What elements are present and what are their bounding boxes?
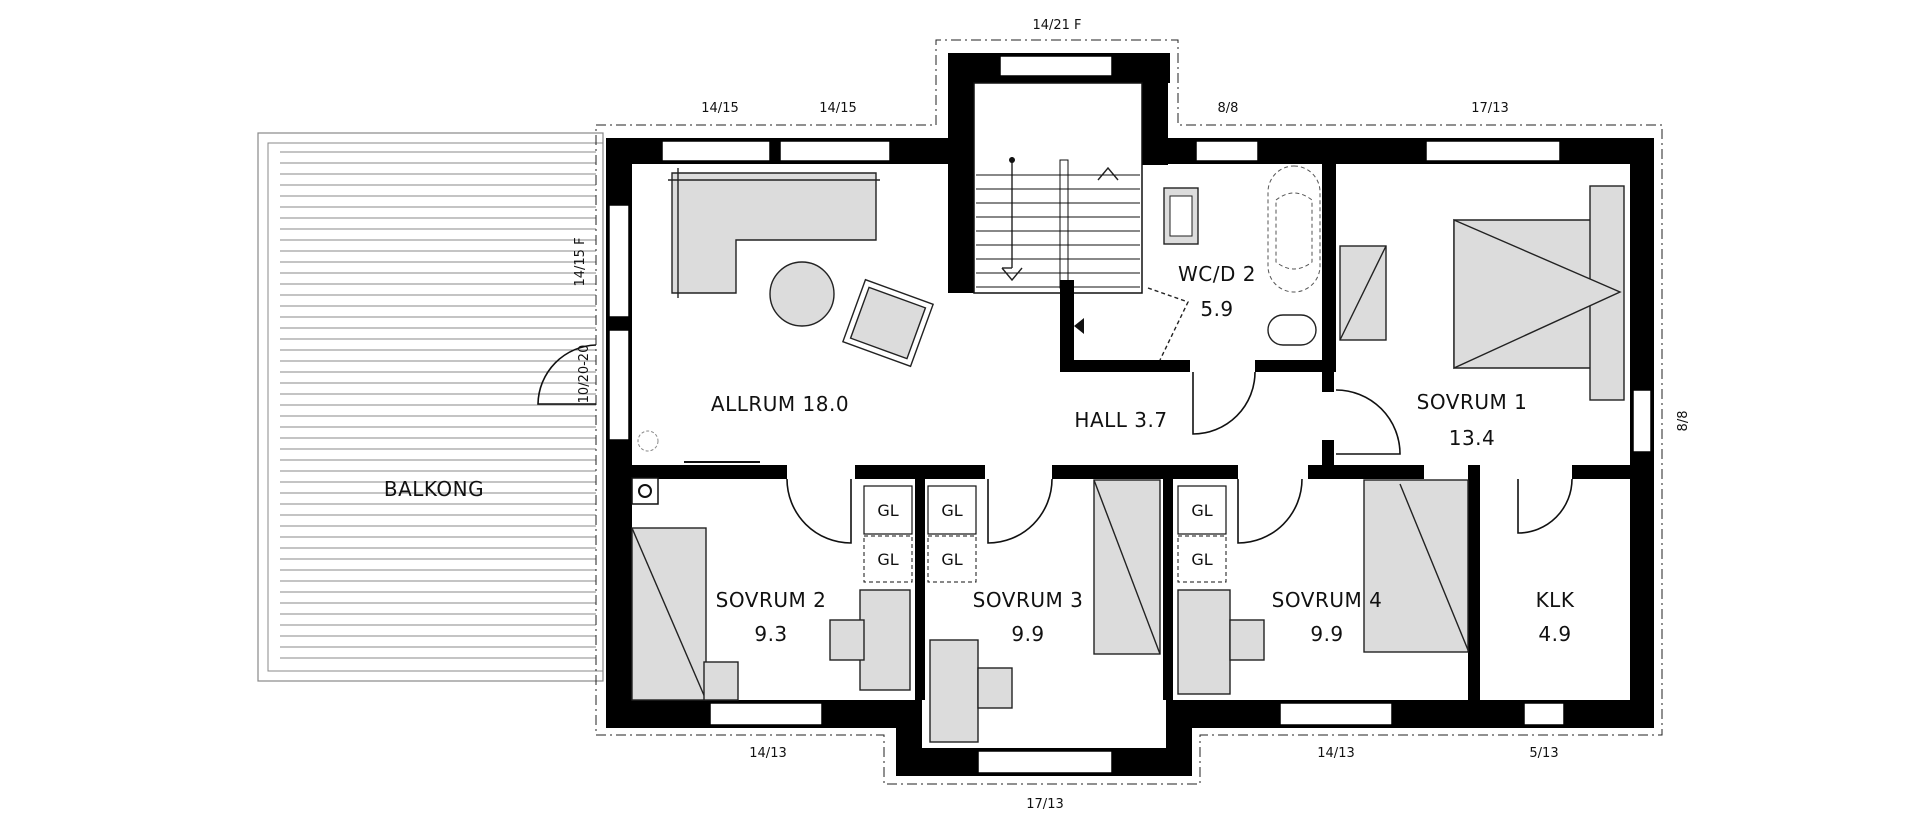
window-bottom-klk [1523, 702, 1565, 726]
closet-3 [863, 535, 913, 583]
closet-label: GL [877, 550, 898, 569]
toilet [1267, 314, 1317, 346]
round-table [769, 261, 835, 327]
desk-sovrum4 [1177, 589, 1231, 695]
label-sovrum2-area: 9.3 [754, 622, 787, 646]
armchair [849, 286, 927, 360]
label-sovrum3-area: 9.9 [1011, 622, 1044, 646]
label-wcd-area: 5.9 [1200, 297, 1233, 321]
door-sovrum3[interactable] [987, 478, 1053, 544]
room-labels: ALLRUM 18.0 HALL 3.7 WC/D 2 5.9 SOVRUM 1… [384, 262, 1575, 646]
door-klk[interactable] [1517, 478, 1573, 534]
dim-left-upper: 14/15 F [573, 237, 588, 286]
desk-sovrum3 [929, 639, 979, 743]
dim-bottom-sovrum3: 17/13 [1026, 797, 1063, 812]
dim-left-door: 10/20-20 [577, 345, 592, 404]
closet-labels: GL GL GL GL GL GL [877, 501, 1212, 569]
facade-outline [595, 39, 1663, 785]
door-balcony[interactable] [537, 344, 597, 405]
dim-top-stair: 14/21 F [1032, 18, 1081, 33]
label-sovrum3-name: SOVRUM 3 [973, 588, 1084, 612]
label-wcd-name: WC/D 2 [1178, 262, 1256, 286]
label-klk-area: 4.9 [1538, 622, 1571, 646]
window-right [1632, 389, 1652, 453]
closet-label: GL [1191, 501, 1212, 520]
window-labels: 14/21 F 14/15 14/15 8/8 17/13 14/15 F 10… [573, 18, 1691, 812]
dim-top-left-2: 14/15 [819, 101, 856, 116]
window-left-upper [608, 204, 630, 318]
dim-top-sovrum1: 17/13 [1471, 101, 1508, 116]
door-sovrum2[interactable] [786, 478, 852, 544]
window-wc [1195, 140, 1259, 162]
wardrobe-sovrum4 [1363, 479, 1469, 653]
label-sovrum2-name: SOVRUM 2 [716, 588, 827, 612]
label-allrum: ALLRUM 18.0 [711, 392, 849, 416]
stair-steps [976, 174, 1140, 288]
window-bottom-sovrum4 [1279, 702, 1393, 726]
balcony [257, 132, 604, 682]
closet-4 [927, 535, 977, 583]
closet-2 [927, 485, 977, 535]
door-sovrum1[interactable] [1335, 389, 1401, 455]
closet-6 [1177, 535, 1227, 583]
dim-bottom-klk: 5/13 [1529, 746, 1558, 761]
window-stair [999, 55, 1113, 77]
label-balkong: BALKONG [384, 477, 484, 501]
label-sovrum4-area: 9.9 [1310, 622, 1343, 646]
window-bottom-sovrum3 [977, 750, 1113, 774]
dim-bottom-sovrum2: 14/13 [749, 746, 786, 761]
desk-sovrum2 [859, 589, 911, 691]
sofa [671, 172, 877, 294]
balcony-decking [280, 151, 596, 659]
label-hall: HALL 3.7 [1074, 408, 1167, 432]
furniture [631, 165, 1625, 743]
closet-label: GL [941, 550, 962, 569]
dim-top-wc: 8/8 [1218, 101, 1239, 116]
label-sovrum1-name: SOVRUM 1 [1417, 390, 1528, 414]
closet-label: GL [1191, 550, 1212, 569]
staircase [973, 82, 1143, 294]
dim-right: 8/8 [1676, 411, 1691, 432]
closet-1 [863, 485, 913, 535]
closet-label: GL [941, 501, 962, 520]
stove [631, 477, 659, 505]
window-sovrum1 [1425, 140, 1561, 162]
lamp-icon [637, 430, 659, 452]
window-top-left-2 [779, 140, 891, 162]
closet-label: GL [877, 501, 898, 520]
windows [608, 55, 1652, 774]
dim-bottom-sovrum4: 14/13 [1317, 746, 1354, 761]
window-bottom-sovrum2 [709, 702, 823, 726]
label-klk-name: KLK [1536, 588, 1575, 612]
window-top-left-1 [661, 140, 771, 162]
doors [537, 344, 1573, 544]
label-sovrum1-area: 13.4 [1449, 426, 1496, 450]
door-wc[interactable] [1192, 371, 1256, 435]
door-sovrum4[interactable] [1237, 478, 1303, 544]
closet-5 [1177, 485, 1227, 535]
window-left-door [608, 329, 630, 441]
dim-top-left-1: 14/15 [701, 101, 738, 116]
label-sovrum4-name: SOVRUM 4 [1272, 588, 1383, 612]
